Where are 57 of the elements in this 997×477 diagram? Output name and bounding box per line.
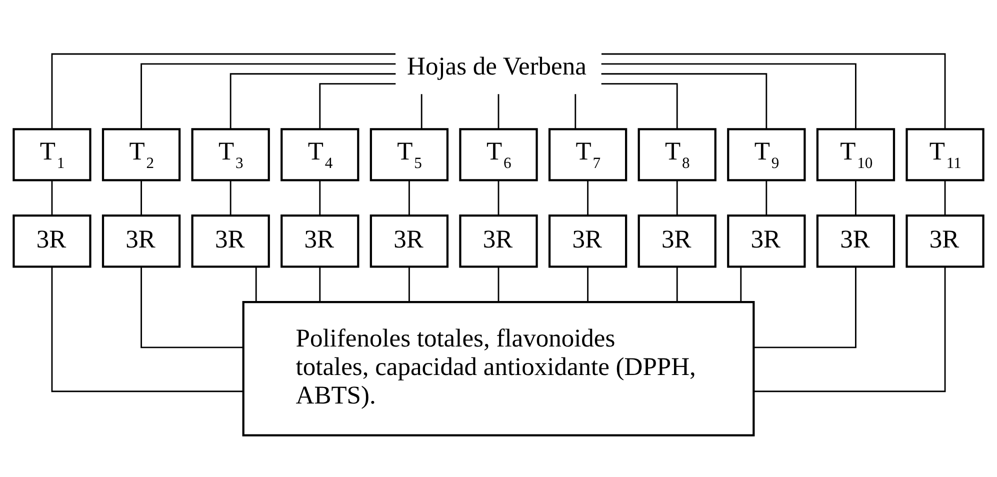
node-text: Hojas de Verbena bbox=[407, 50, 586, 80]
connector bbox=[676, 180, 678, 215]
connector bbox=[754, 266, 946, 392]
connector bbox=[408, 180, 410, 215]
node-box: T$_{6}$ bbox=[459, 128, 538, 181]
node-box: T$_{8}$ bbox=[638, 128, 716, 181]
connector bbox=[408, 266, 410, 302]
node-box: 3R bbox=[102, 214, 181, 268]
connector bbox=[140, 266, 244, 348]
node-box: T$_{4}$ bbox=[280, 128, 360, 181]
node-box: 3R bbox=[459, 214, 538, 268]
node-box: T$_{9}$ bbox=[727, 128, 806, 181]
connector bbox=[498, 94, 500, 128]
node-box: T$_{5}$ bbox=[370, 128, 449, 181]
connector bbox=[740, 266, 742, 302]
node-box: T$_{11}$ bbox=[906, 128, 984, 181]
connector bbox=[587, 180, 589, 215]
node-box: 3R bbox=[12, 214, 92, 268]
connector bbox=[855, 180, 856, 215]
connector bbox=[601, 82, 678, 129]
connector bbox=[51, 52, 396, 128]
node-box: 3R bbox=[191, 214, 270, 268]
connector bbox=[230, 180, 232, 215]
connector bbox=[140, 62, 396, 128]
node-box: T$_{1}$ bbox=[12, 128, 92, 181]
node-box: 3R bbox=[906, 214, 984, 268]
node-box: T$_{2}$ bbox=[102, 128, 181, 181]
node-box: 3R bbox=[370, 214, 449, 268]
node-box: Polifenoles totales, flavonoides totales, capacidad antioxidante (DPPH, ABTS). bbox=[242, 300, 755, 436]
connector bbox=[230, 72, 396, 129]
node-box: 3R bbox=[638, 214, 716, 268]
connector bbox=[319, 180, 321, 215]
connector bbox=[676, 266, 678, 302]
connector bbox=[601, 62, 856, 128]
connector bbox=[255, 266, 257, 302]
connector bbox=[574, 94, 576, 128]
node-box: T$_{10}$ bbox=[816, 128, 896, 181]
node-box: T$_{7}$ bbox=[548, 128, 628, 181]
node-box: 3R bbox=[548, 214, 628, 268]
connector bbox=[319, 82, 396, 129]
connector bbox=[587, 266, 589, 302]
connector bbox=[319, 266, 321, 302]
connector bbox=[601, 72, 768, 129]
connector bbox=[754, 266, 856, 348]
connector bbox=[51, 180, 53, 215]
node-box: 3R bbox=[816, 214, 896, 268]
connector bbox=[602, 52, 946, 128]
connector bbox=[51, 266, 244, 392]
connector bbox=[498, 180, 500, 215]
connector bbox=[498, 266, 500, 302]
node-box: T$_{3}$ bbox=[191, 128, 270, 181]
node-box: 3R bbox=[280, 214, 360, 268]
connector bbox=[944, 180, 946, 215]
connector bbox=[420, 94, 422, 128]
node-box: 3R bbox=[727, 214, 806, 268]
connector bbox=[766, 180, 768, 215]
connector bbox=[140, 180, 142, 215]
